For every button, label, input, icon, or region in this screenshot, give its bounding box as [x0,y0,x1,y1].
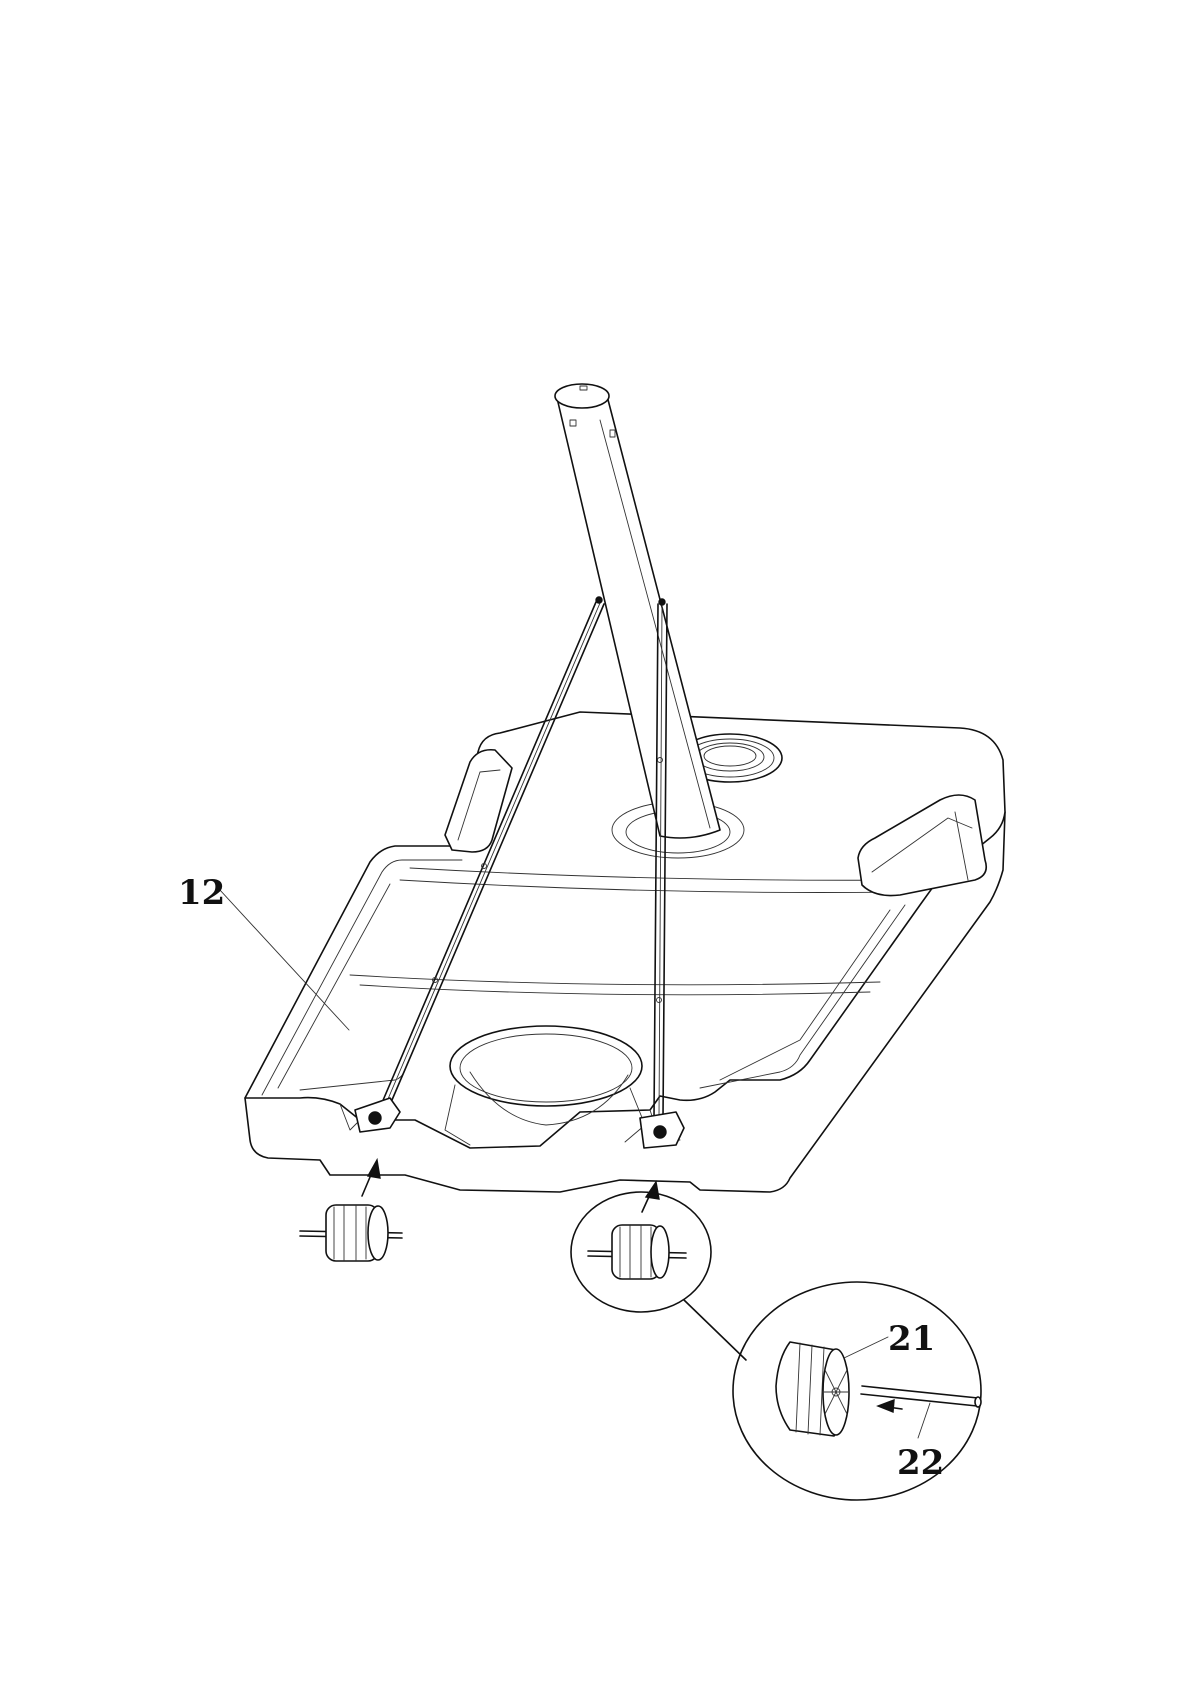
right-roller-callout [571,1192,711,1312]
arrow-pin-insert [878,1400,902,1412]
detail-roller [776,1342,849,1436]
arrow-left-roller-insert [362,1160,380,1196]
leader-line-21 [844,1337,888,1358]
detail-axle-pin [861,1386,981,1407]
arrow-right-roller-insert [642,1182,659,1212]
label-21: 21 [888,1319,935,1359]
right-bracket [640,1112,684,1148]
label-22: 22 [897,1443,944,1483]
label-12: 12 [178,873,225,913]
detail-leader-line [684,1300,746,1360]
left-roller [300,1205,402,1261]
leader-line-22 [918,1403,930,1438]
